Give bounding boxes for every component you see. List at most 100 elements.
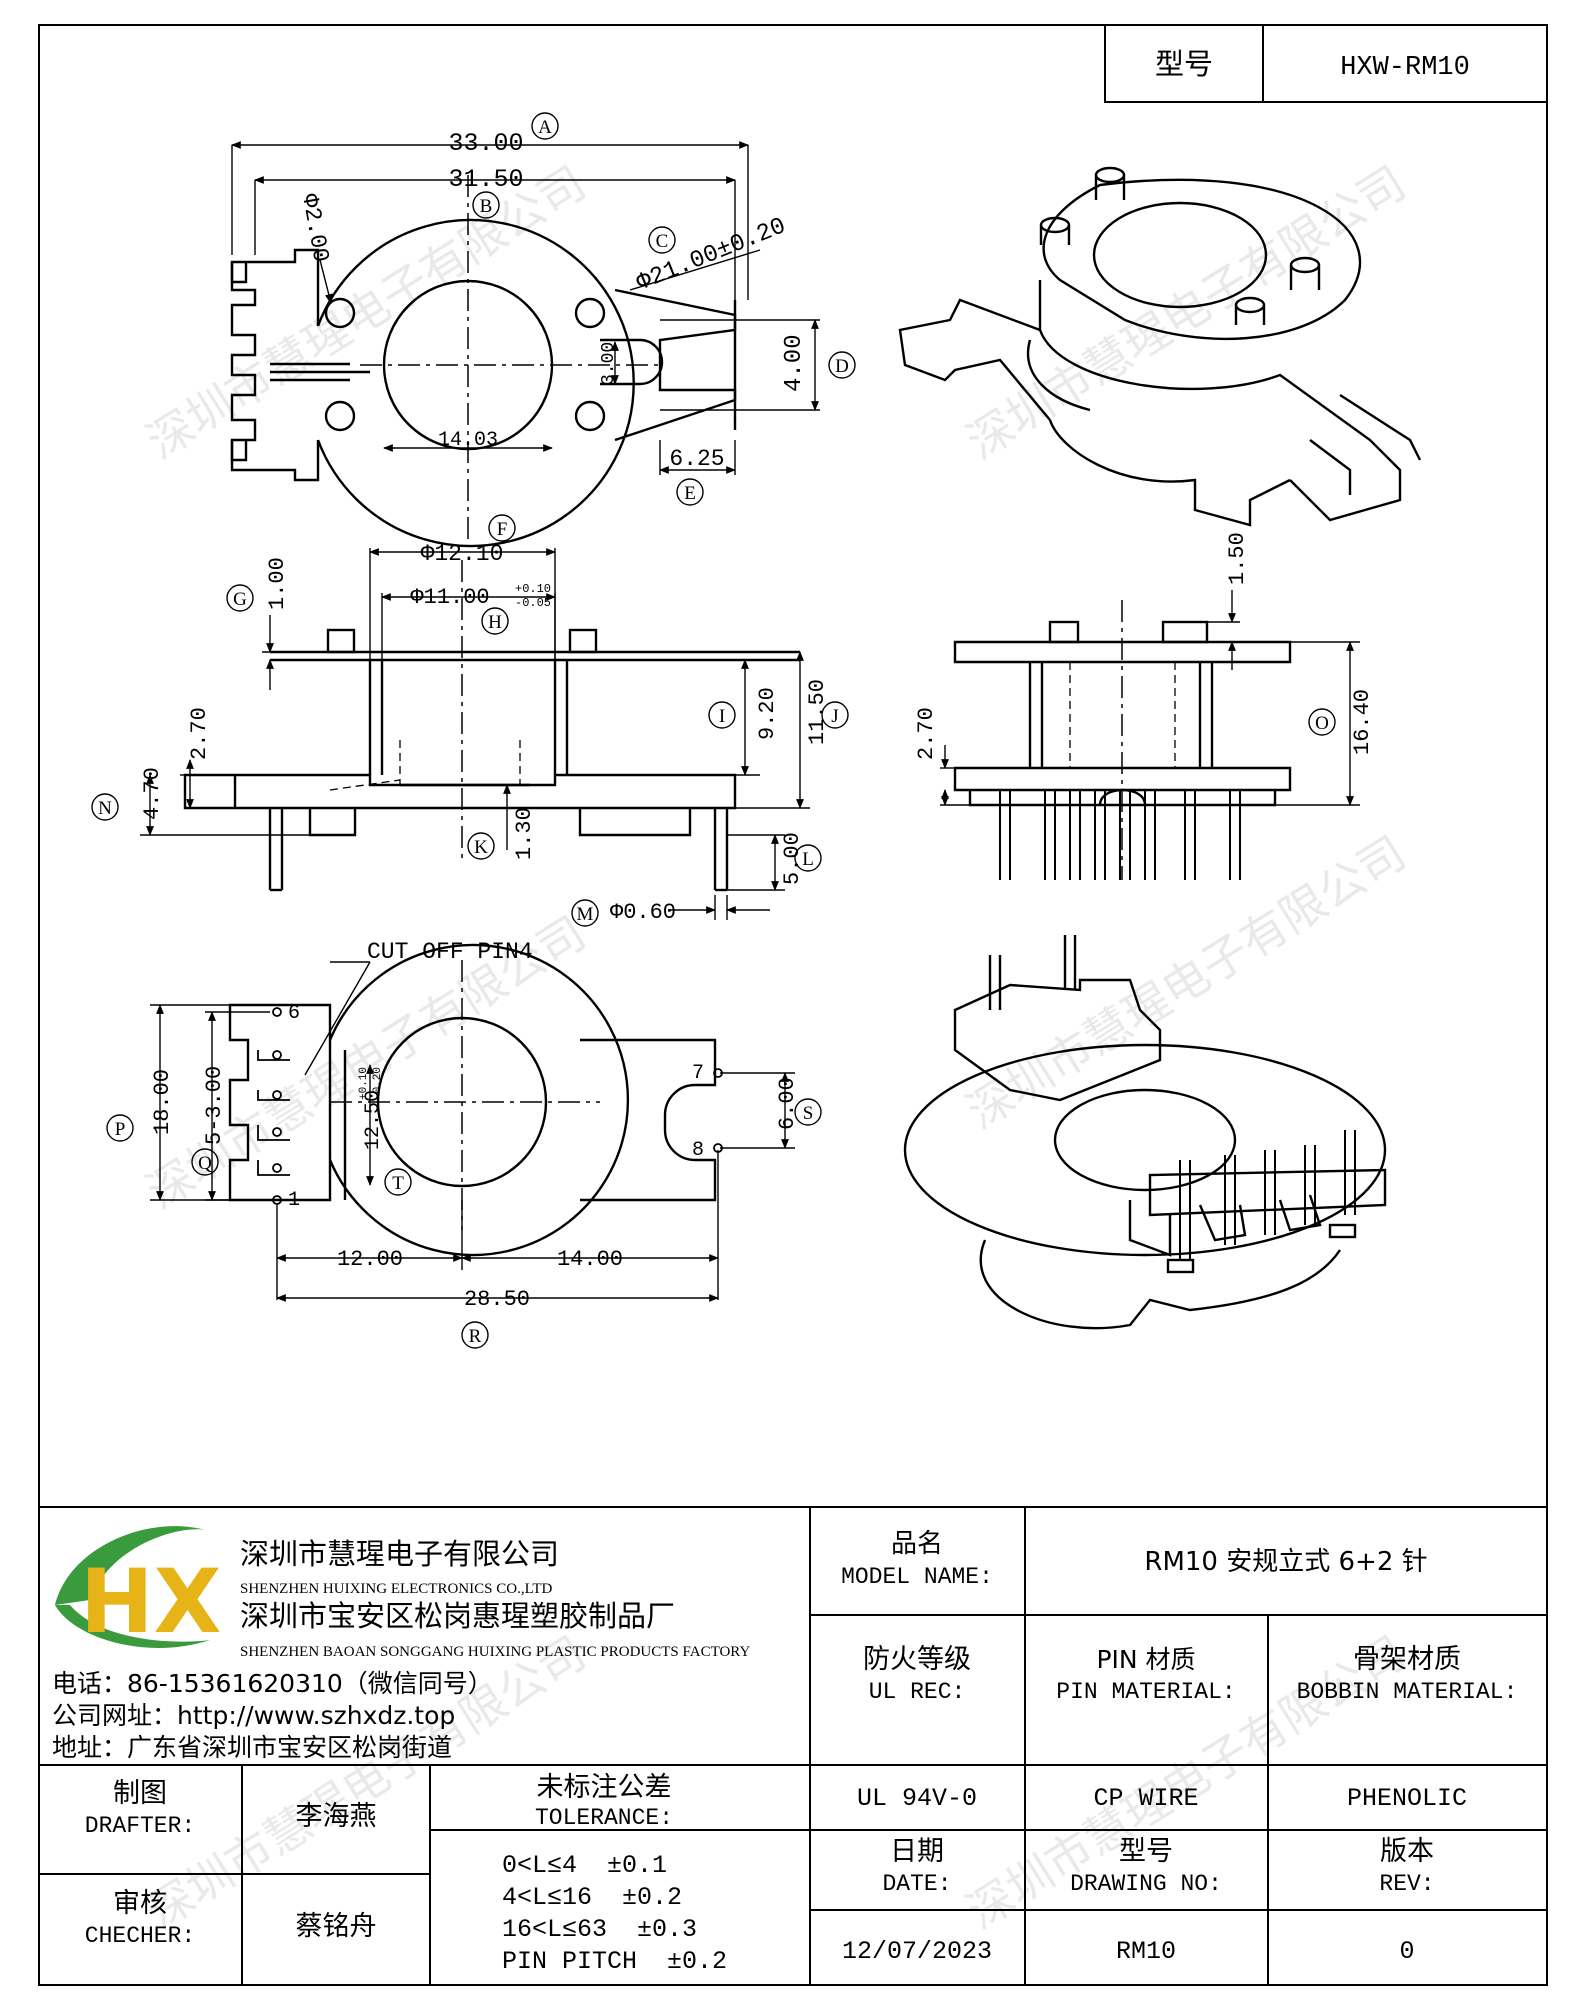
model-name-en: MODEL NAME: (841, 1564, 993, 1590)
balloon-b (472, 191, 500, 219)
header-model-box: 型号 HXW-RM10 (1104, 24, 1548, 103)
balloon-h-letter: H (488, 612, 502, 633)
dim-overall-width: 33.00 (448, 129, 523, 158)
balloon-g (226, 584, 254, 612)
balloon-a-letter: A (538, 117, 552, 138)
dim-right-offset: 14.00 (557, 1247, 623, 1272)
dim-boss-height: 1.50 (1225, 532, 1250, 585)
balloon-h (481, 607, 509, 635)
balloon-j-letter: J (831, 706, 838, 727)
model-name-value: RM10 安规立式 6+2 针 (1144, 1547, 1427, 1577)
tolerance-cn: 未标注公差 (537, 1772, 672, 1803)
date-cn: 日期 (890, 1836, 944, 1867)
top-view-balloons (472, 112, 856, 506)
checker-en: CHECHER: (85, 1923, 195, 1949)
balloon-d-letter: D (835, 356, 849, 377)
tolerance-row: 0<L≤4 ±0.1 (502, 1851, 667, 1880)
balloon-f-letter: F (497, 519, 508, 540)
dim-base-total: 4.70 (140, 767, 165, 820)
dim-tube-tol-upper: +0.10 (515, 582, 551, 596)
tolerance-list: 0<L≤4 ±0.1 4<L≤16 ±0.2 16<L≤63 ±0.3 PIN … (502, 1851, 727, 1976)
dim-hole-dia: Φ2.00 (296, 192, 334, 264)
bottom-view-balloons (106, 1098, 822, 1349)
dim-left-offset: 12.00 (337, 1247, 403, 1272)
balloon-e (676, 478, 704, 506)
balloon-l-letter: L (802, 849, 814, 870)
company-website: 公司网址：http://www.szhxdz.top (52, 1701, 455, 1730)
balloon-q (191, 1148, 219, 1176)
tolerance-row: 16<L≤63 ±0.3 (502, 1915, 697, 1944)
bottom-view-labels: CUT OFF PIN4 6 1 7 8 18.00 5-3.00 12.50 … (150, 939, 800, 1312)
company-logo: HX (55, 1526, 222, 1653)
tolerance-row: 4<L≤16 ±0.2 (502, 1883, 682, 1912)
date-value: 12/07/2023 (842, 1937, 992, 1966)
company-address: 地址：广东省深圳市宝安区松岗街道 (52, 1733, 452, 1762)
ul-rec-value: UL 94V-0 (857, 1784, 977, 1813)
factory-name-cn: 深圳市宝安区松岗惠瑆塑胶制品厂 (240, 1599, 675, 1633)
front-view (183, 560, 800, 892)
iso-view-top (898, 166, 1422, 527)
pin-material-value: CP WIRE (1093, 1784, 1198, 1813)
dim-slot-width: 4.00 (781, 334, 808, 392)
balloon-q-letter: Q (198, 1153, 212, 1174)
drawing-no-cn: 型号 (1119, 1836, 1173, 1867)
bobbin-material-en: BOBBIN MATERIAL: (1297, 1679, 1518, 1705)
pin-number-7: 7 (692, 1062, 704, 1085)
bobbin-material-cn: 骨架材质 (1353, 1644, 1461, 1675)
bottom-view-balloon-letters: P Q S T R (115, 1103, 814, 1347)
tolerance-row: PIN PITCH ±0.2 (502, 1947, 727, 1976)
header-model-value: HXW-RM10 (1340, 53, 1470, 83)
rev-value: 0 (1399, 1937, 1414, 1966)
title-block-grid (39, 1506, 1547, 1985)
balloon-s (794, 1098, 822, 1126)
company-name-cn: 深圳市慧瑆电子有限公司 (240, 1537, 559, 1571)
balloon-s-letter: S (803, 1103, 814, 1124)
pin-material-cn: PIN 材质 (1096, 1645, 1195, 1674)
balloon-b-letter: B (480, 196, 493, 217)
balloon-c-letter: C (656, 231, 669, 252)
front-view-balloon-letters: F G H I J K L M N (98, 519, 839, 925)
dim-flange-thick: 1.00 (265, 557, 290, 610)
top-view-balloon-letters: A B C D E (480, 117, 849, 504)
balloon-r (461, 1321, 489, 1349)
drafter-value: 李海燕 (296, 1801, 377, 1832)
dim-core-slot-tol-lower: -0.20 (372, 1067, 384, 1100)
dim-slot-gap: 6.00 (775, 1077, 800, 1130)
bottom-view (228, 943, 723, 1257)
balloon-m-letter: M (577, 904, 594, 925)
balloon-p (106, 1114, 134, 1142)
balloon-t (384, 1168, 412, 1196)
drawing-no-en: DRAWING NO: (1070, 1871, 1222, 1897)
dim-overall-height: 16.40 (1350, 689, 1375, 755)
side-view-balloons: O (1308, 708, 1336, 736)
checker-cn: 审核 (113, 1888, 167, 1919)
header-model-label: 型号 (1155, 47, 1213, 81)
dim-pin-length: 5.00 (780, 832, 805, 885)
balloon-i-letter: I (719, 706, 725, 727)
dim-total-height: 11.50 (805, 679, 830, 745)
side-view (953, 600, 1292, 880)
top-view-dims (231, 141, 820, 475)
bobbin-material-value: PHENOLIC (1347, 1784, 1467, 1813)
dim-tube-tol-lower: -0.05 (515, 596, 551, 610)
company-info: 深圳市慧瑆电子有限公司 SHENZHEN HUIXING ELECTRONICS… (52, 1537, 750, 1762)
dim-outer-dia: Φ21.00±0.20 (633, 213, 790, 297)
dim-side-base-height: 2.70 (914, 707, 939, 760)
watermark: 深圳市慧瑆电子有限公司 (137, 155, 595, 469)
balloon-j (821, 701, 849, 729)
rev-cn: 版本 (1380, 1836, 1434, 1867)
note-cut-off-pin: CUT OFF PIN4 (367, 939, 533, 965)
tolerance-en: TOLERANCE: (535, 1805, 673, 1831)
balloon-g-letter: G (233, 589, 247, 610)
dim-base-step: 1.30 (512, 807, 537, 860)
front-view-labels: Φ12.10 Φ11.00 +0.10 -0.05 1.00 2.70 4.70… (140, 541, 830, 925)
pin-number-1: 1 (288, 1189, 300, 1212)
checker-value: 蔡铭舟 (296, 1911, 377, 1942)
drafter-cn: 制图 (113, 1778, 167, 1809)
side-view-dims (940, 590, 1360, 806)
ul-rec-en: UL REC: (869, 1679, 966, 1705)
front-view-dims (140, 548, 810, 920)
balloon-k-letter: K (474, 837, 488, 858)
dim-core-window: 14.03 (438, 429, 498, 452)
